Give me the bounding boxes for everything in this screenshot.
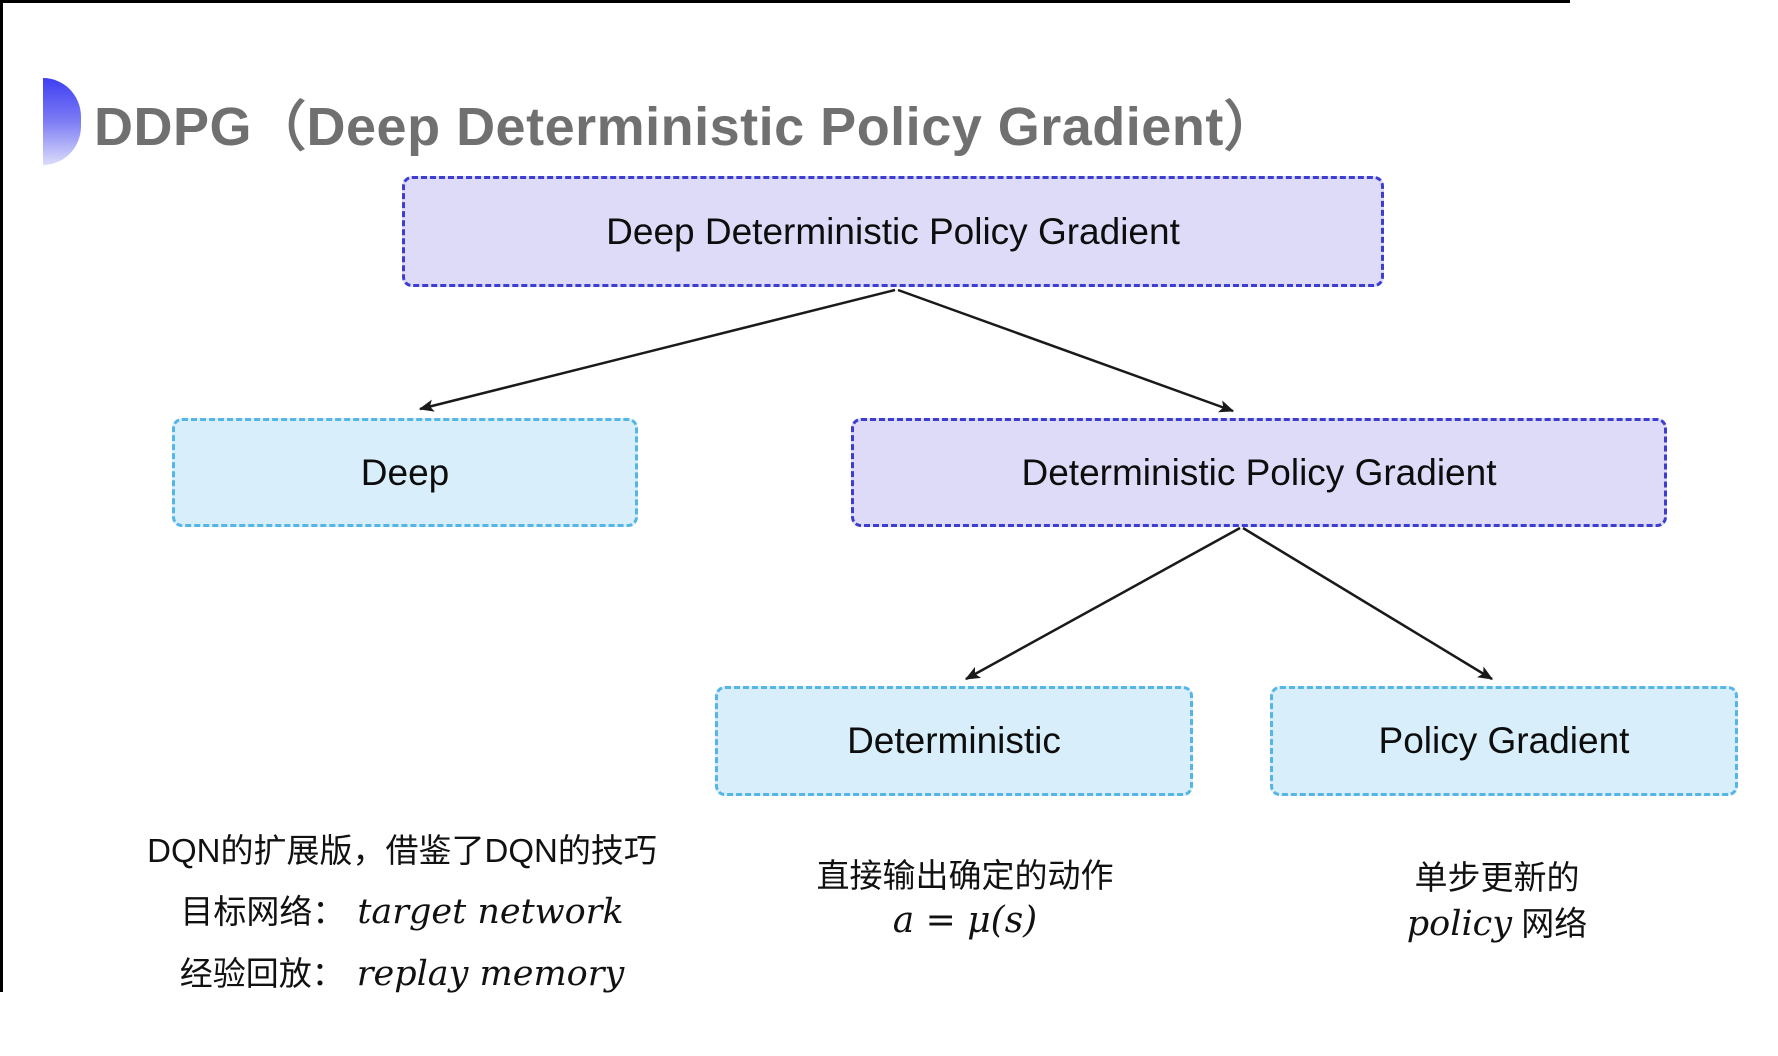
node-policy-gradient: Policy Gradient — [1270, 686, 1738, 796]
note-deep-target-label: 目标网络： — [180, 893, 346, 930]
node-label: Deep — [360, 451, 450, 493]
note-deep-summary: DQN的扩展版，借鉴了DQN的技巧 — [147, 832, 657, 869]
note-policy-gradient: 单步更新的 policy 网络 — [1277, 855, 1717, 947]
note-deterministic-summary: 直接输出确定的动作 — [816, 857, 1114, 894]
node-deep-deterministic-policy-gradient: Deep Deterministic Policy Gradient — [402, 176, 1384, 287]
node-label: Deterministic — [847, 720, 1061, 761]
frame-edge-top — [0, 0, 1570, 3]
note-policy-gradient-term: policy — [1406, 904, 1513, 944]
note-policy-gradient-suffix: 网络 — [1512, 905, 1588, 942]
note-deep: DQN的扩展版，借鉴了DQN的技巧 目标网络： target network 经验… — [82, 820, 722, 1005]
note-deep-replay-label: 经验回放： — [179, 955, 345, 992]
node-label: Policy Gradient — [1378, 720, 1630, 761]
title-bullet-icon — [43, 78, 81, 165]
note-policy-gradient-term-line: policy 网络 — [1277, 901, 1717, 947]
arrow-dpg-to-deterministic — [964, 526, 1241, 681]
node-deep: Deep — [172, 418, 638, 527]
arrow-root-to-deep — [418, 288, 896, 412]
node-label: Deep Deterministic Policy Gradient — [606, 210, 1180, 252]
node-label: Deterministic Policy Gradient — [1021, 451, 1497, 493]
note-deep-replay-line: 经验回放： replay memory — [82, 943, 722, 1005]
note-deterministic: 直接输出确定的动作 a = μ(s) — [745, 853, 1185, 943]
note-policy-gradient-summary: 单步更新的 — [1414, 859, 1580, 896]
arrow-root-to-dpg — [897, 288, 1235, 413]
note-deep-target-term: target network — [357, 892, 624, 932]
node-deterministic-policy-gradient: Deterministic Policy Gradient — [851, 418, 1667, 527]
note-deterministic-formula: a = μ(s) — [892, 900, 1038, 941]
frame-edge-left — [0, 0, 3, 992]
note-deep-target-line: 目标网络： target network — [82, 881, 722, 943]
page-title: DDPG（Deep Deterministic Policy Gradient） — [94, 97, 1279, 157]
note-deep-replay-term: replay memory — [356, 954, 625, 994]
node-deterministic: Deterministic — [715, 686, 1193, 796]
arrow-dpg-to-policy-gradient — [1242, 526, 1494, 681]
